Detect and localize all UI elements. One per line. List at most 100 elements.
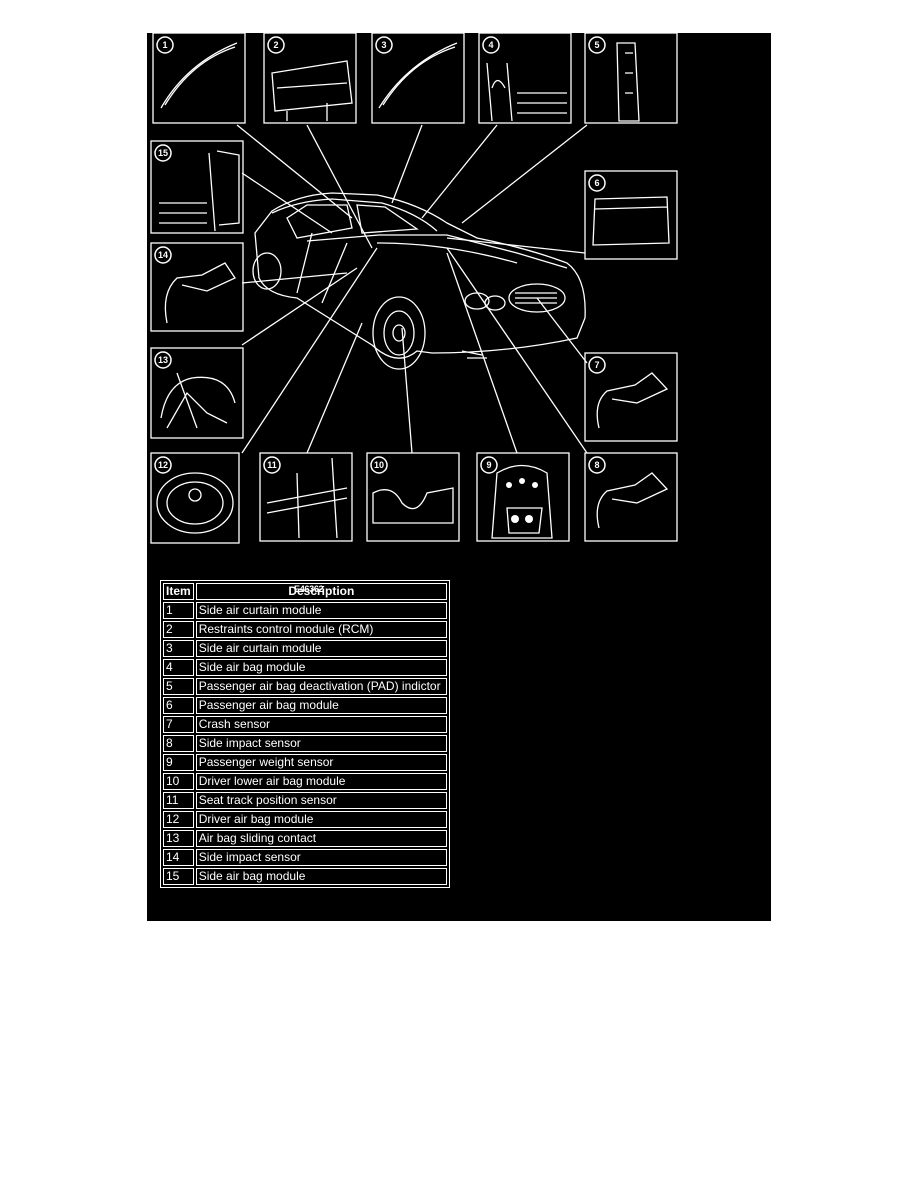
inset-9 <box>476 452 570 542</box>
callout-number-3: 3 <box>381 40 386 50</box>
item-number: 8 <box>163 735 194 752</box>
legend-header-row: Item Description <box>163 583 447 600</box>
item-description: Side air bag module <box>195 659 447 676</box>
item-description: Side air bag module <box>195 868 447 885</box>
callout-circle-3 <box>375 36 393 54</box>
callout-number-4: 4 <box>488 40 493 50</box>
inset-12 <box>150 452 240 544</box>
description-column-header: Description <box>195 583 447 600</box>
item-description: Passenger weight sensor <box>195 754 447 771</box>
inset-4 <box>478 33 572 124</box>
leader-line-3 <box>391 124 423 204</box>
inset-15 <box>150 140 244 234</box>
item-description: Passenger air bag module <box>195 697 447 714</box>
leader-line-10 <box>401 327 413 454</box>
inset-7 <box>584 352 678 442</box>
callout-circle-6 <box>588 174 606 192</box>
item-description: Side impact sensor <box>195 735 447 752</box>
callout-circle-8 <box>588 456 606 474</box>
callout-number-12: 12 <box>158 460 168 470</box>
callout-circle-2 <box>267 36 285 54</box>
item-number: 3 <box>163 640 194 657</box>
item-description: Side air curtain module <box>195 640 447 657</box>
callout-circle-5 <box>588 36 606 54</box>
callout-circle-13 <box>154 351 172 369</box>
item-number: 4 <box>163 659 194 676</box>
inset-14 <box>150 242 244 332</box>
item-number: 1 <box>163 602 194 619</box>
inset-3 <box>371 33 465 124</box>
item-description: Seat track position sensor <box>195 792 447 809</box>
item-number: 14 <box>163 849 194 866</box>
item-description: Restraints control module (RCM) <box>195 621 447 638</box>
callout-number-2: 2 <box>273 40 278 50</box>
item-number: 2 <box>163 621 194 638</box>
item-description: Driver lower air bag module <box>195 773 447 790</box>
callout-circle-10 <box>370 456 388 474</box>
item-number: 6 <box>163 697 194 714</box>
inset-8 <box>584 452 678 542</box>
item-description: Side impact sensor <box>195 849 447 866</box>
callout-circle-4 <box>482 36 500 54</box>
callout-number-11: 11 <box>267 460 277 470</box>
leader-line-12 <box>241 247 378 454</box>
callout-number-8: 8 <box>594 460 599 470</box>
inset-2 <box>263 33 357 124</box>
leader-line-5 <box>461 124 588 224</box>
leader-line-8 <box>446 247 588 454</box>
item-description: Driver air bag module <box>195 811 447 828</box>
item-column-header: Item <box>163 583 194 600</box>
callout-circle-12 <box>154 456 172 474</box>
leader-line-14 <box>241 272 348 284</box>
callout-circle-14 <box>154 246 172 264</box>
inset-13 <box>150 347 244 439</box>
callout-number-10: 10 <box>374 460 384 470</box>
callout-number-14: 14 <box>158 250 168 260</box>
callout-number-15: 15 <box>158 148 168 158</box>
callout-circle-15 <box>154 144 172 162</box>
item-number: 15 <box>163 868 194 885</box>
inset-1 <box>152 33 246 124</box>
leader-line-11 <box>306 322 363 454</box>
callout-number-13: 13 <box>158 355 168 365</box>
leader-line-1 <box>236 124 353 219</box>
callout-number-9: 9 <box>486 460 491 470</box>
callout-number-7: 7 <box>594 360 599 370</box>
callout-number-6: 6 <box>594 178 599 188</box>
inset-11 <box>259 452 353 542</box>
callout-circle-11 <box>263 456 281 474</box>
leader-line-9 <box>446 252 518 454</box>
item-description: Side air curtain module <box>195 602 447 619</box>
leader-line-13 <box>241 267 358 346</box>
inset-6 <box>584 170 678 260</box>
item-number: 10 <box>163 773 194 790</box>
item-description: Crash sensor <box>195 716 447 733</box>
callout-circle-7 <box>588 356 606 374</box>
item-description: Air bag sliding contact <box>195 830 447 847</box>
leader-line-4 <box>421 124 498 219</box>
item-number: 11 <box>163 792 194 809</box>
callout-number-5: 5 <box>594 40 599 50</box>
item-number: 5 <box>163 678 194 695</box>
figure-id: E46362 <box>294 584 324 594</box>
item-description: Passenger air bag deactivation (PAD) ind… <box>195 678 447 695</box>
inset-5 <box>584 33 678 124</box>
item-number: 13 <box>163 830 194 847</box>
item-number: 7 <box>163 716 194 733</box>
callout-number-1: 1 <box>162 40 167 50</box>
